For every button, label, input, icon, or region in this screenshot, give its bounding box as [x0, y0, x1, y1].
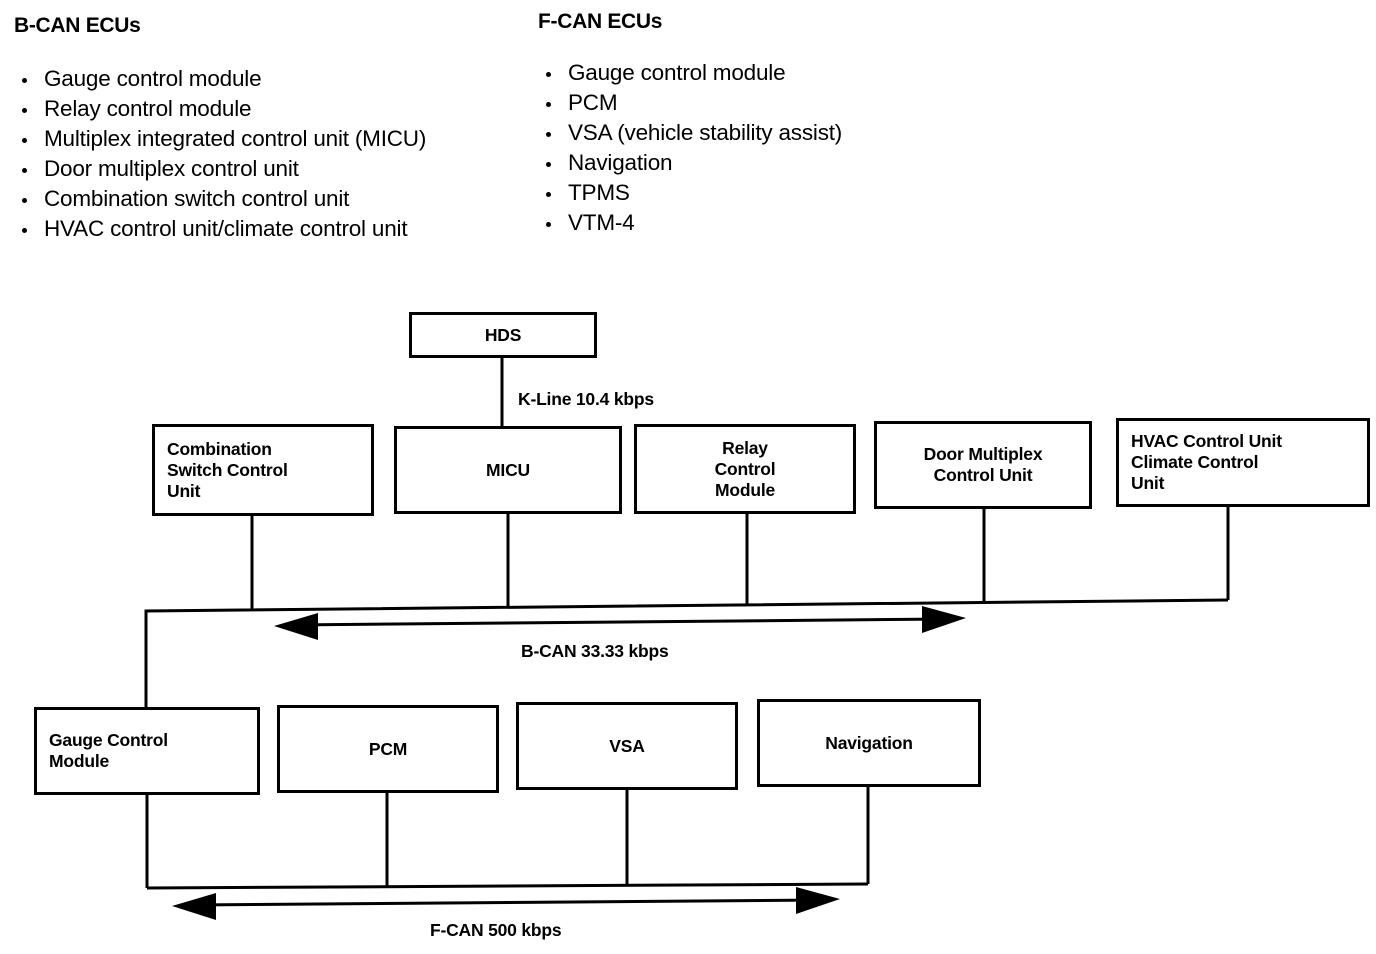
- bcan-arrow-head-right: [922, 606, 966, 633]
- list-item: Combination switch control unit: [14, 184, 534, 214]
- node-hvac-label: HVAC Control Unit Climate Control Unit: [1131, 431, 1282, 493]
- node-relay-control-module[interactable]: Relay Control Module: [634, 424, 856, 514]
- node-vsa-label: VSA: [609, 735, 645, 756]
- node-navigation[interactable]: Navigation: [757, 699, 981, 787]
- node-micu[interactable]: MICU: [394, 426, 622, 514]
- fcan-arrow-head-right: [796, 887, 840, 914]
- list-item: Gauge control module: [538, 58, 968, 88]
- list-item: Door multiplex control unit: [14, 154, 534, 184]
- list-item: VSA (vehicle stability assist): [538, 118, 968, 148]
- bcan-list-heading: B-CAN ECUs: [14, 14, 141, 37]
- node-combination-switch-label: Combination Switch Control Unit: [167, 438, 288, 501]
- bcan-arrow-head-left: [274, 613, 318, 640]
- fcan-arrow-head-left: [172, 893, 216, 920]
- node-relay-control-label: Relay Control Module: [714, 437, 776, 500]
- node-pcm-label: PCM: [368, 738, 408, 759]
- node-door-multiplex-control-unit[interactable]: Door Multiplex Control Unit: [874, 421, 1092, 509]
- node-door-multiplex-label: Door Multiplex Control Unit: [923, 444, 1043, 485]
- fcan-bus-label: F-CAN 500 kbps: [430, 920, 562, 940]
- kline-label: K-Line 10.4 kbps: [518, 389, 654, 409]
- list-item: VTM-4: [538, 208, 968, 238]
- node-combination-switch-control-unit[interactable]: Combination Switch Control Unit: [152, 424, 374, 516]
- bcan-bus-label: B-CAN 33.33 kbps: [521, 641, 669, 661]
- node-hvac-climate-control-unit[interactable]: HVAC Control Unit Climate Control Unit: [1116, 418, 1370, 507]
- fcan-list-items: Gauge control module PCM VSA (vehicle st…: [538, 58, 968, 238]
- bcan-list-items: Gauge control module Relay control modul…: [14, 64, 534, 244]
- list-item: TPMS: [538, 178, 968, 208]
- fcan-arrow-shaft: [189, 898, 823, 907]
- node-hds-label: HDS: [484, 324, 522, 345]
- bcan-bus-line: [144, 598, 1229, 708]
- bcan-ecu-list: B-CAN ECUs Gauge control module Relay co…: [14, 14, 534, 244]
- list-item: Gauge control module: [14, 64, 534, 94]
- fcan-bus-line: [146, 882, 869, 890]
- bcan-arrow-shaft: [289, 617, 951, 627]
- fcan-list-heading: F-CAN ECUs: [538, 10, 663, 33]
- node-micu-label: MICU: [486, 459, 530, 480]
- node-gauge-control-module[interactable]: Gauge Control Module: [34, 707, 260, 795]
- list-item: HVAC control unit/climate control unit: [14, 214, 534, 244]
- list-item: PCM: [538, 88, 968, 118]
- node-navigation-label: Navigation: [825, 732, 913, 753]
- node-pcm[interactable]: PCM: [277, 705, 499, 793]
- node-gauge-control-label: Gauge Control Module: [49, 730, 168, 771]
- fcan-ecu-list: F-CAN ECUs Gauge control module PCM VSA …: [538, 10, 968, 238]
- list-item: Multiplex integrated control unit (MICU): [14, 124, 534, 154]
- list-item: Navigation: [538, 148, 968, 178]
- node-vsa[interactable]: VSA: [516, 702, 738, 790]
- list-item: Relay control module: [14, 94, 534, 124]
- node-hds[interactable]: HDS: [409, 312, 597, 358]
